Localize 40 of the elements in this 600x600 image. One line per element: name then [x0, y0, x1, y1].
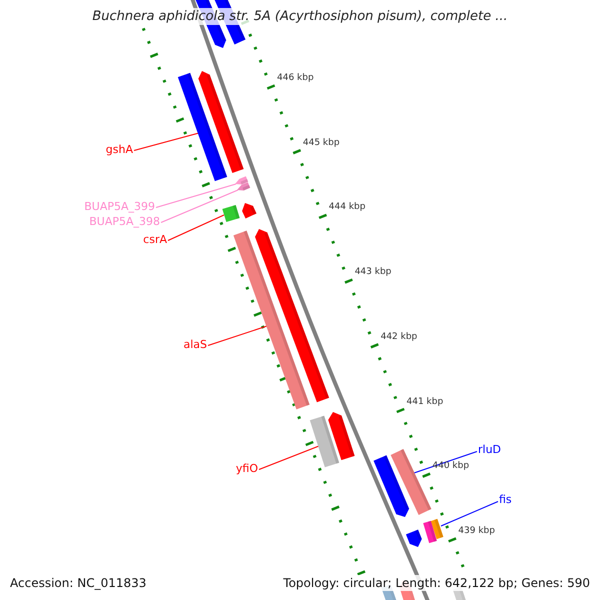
gene-block [233, 230, 310, 410]
scale-label: 445 kbp [302, 138, 340, 148]
scale-label: 443 kbp [354, 268, 392, 278]
scale-label: 442 kbp [380, 332, 418, 342]
gene-block [255, 229, 330, 402]
leader-line [208, 326, 268, 346]
gene-block [310, 416, 340, 468]
gene-label: csrA [143, 234, 167, 245]
gene-block [237, 182, 250, 190]
gene-block [222, 204, 240, 222]
gene-label: gshA [106, 144, 133, 155]
gene-block [406, 530, 422, 547]
gene-label: yfiO [236, 463, 258, 474]
gene-block [390, 449, 432, 515]
leader-line [134, 132, 200, 151]
leader-line [156, 184, 236, 208]
gene-block [374, 455, 410, 517]
scale-label: 446 kbp [277, 74, 314, 83]
gene-block [235, 176, 248, 184]
leader-line [160, 190, 238, 223]
gene-label: alaS [183, 339, 207, 350]
gene-block [430, 518, 444, 540]
gene-label: BUAP5A_398 [89, 216, 160, 227]
gene-block [178, 72, 228, 182]
genome-summary: Topology: circular; Length: 642,122 bp; Genes: 590 [282, 575, 591, 591]
gene-block [423, 520, 437, 544]
gene-label: rluD [478, 444, 502, 455]
gene-label: BUAP5A_399 [84, 201, 155, 212]
accession-note: Accession: NC_011833 [9, 575, 148, 591]
leader-line [258, 446, 320, 470]
gene-label: fis [499, 494, 512, 505]
scale-label: 444 kbp [328, 203, 366, 212]
scale-label: 441 kbp [406, 398, 444, 406]
gene-block [198, 71, 244, 174]
gene-block [328, 412, 355, 460]
gene-block [242, 203, 256, 219]
leader-line [440, 501, 498, 526]
scale-label: 440 kbp [432, 462, 470, 472]
leader-line [168, 214, 224, 241]
scale-label: 439 kbp [458, 526, 495, 536]
